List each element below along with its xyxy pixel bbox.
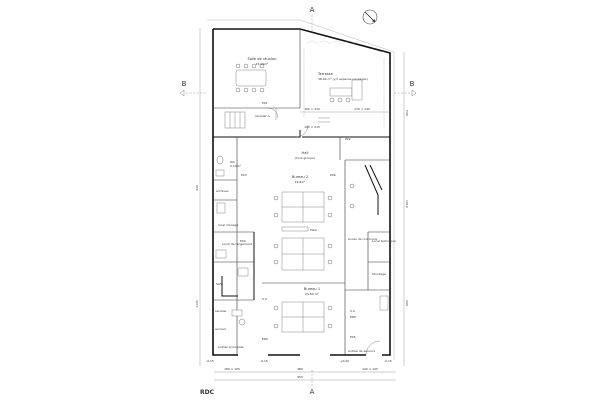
dim-bottom-c: 480 [297, 367, 303, 371]
svg-text:P04: P04 [240, 239, 246, 243]
room-salle-reunion: Salle de réunion 15,00m² [235, 57, 277, 93]
svg-text:ERP: ERP [350, 315, 356, 319]
dim-bottom-a: 180 × 105 [224, 367, 240, 371]
desk-cluster-top [273, 191, 333, 223]
svg-text:Terrasse: Terrasse [317, 72, 334, 76]
dim-bottom-b: 100 × 105 [362, 367, 378, 371]
room-local-rangement: Local de rangement [215, 242, 253, 259]
svg-text:19,8m²: 19,8m² [295, 180, 307, 184]
level-b: -0,15 [260, 359, 268, 363]
svg-text:2,10m²: 2,10m² [230, 164, 242, 168]
svg-text:Salle de réunion: Salle de réunion [247, 57, 276, 61]
section-marker-top: A [310, 6, 315, 14]
svg-text:Accès de communs: Accès de communs [348, 237, 377, 241]
section-marker-left: B [182, 80, 187, 88]
room-accueil: escalier accueil [215, 309, 246, 331]
svg-text:Local de rangement: Local de rangement [222, 242, 253, 246]
svg-text:Local technique: Local technique [372, 239, 396, 243]
desk-cluster-mid [273, 237, 333, 271]
svg-text:Hall: Hall [302, 151, 309, 155]
svg-text:P03: P03 [241, 173, 247, 177]
north-arrow-icon [362, 9, 378, 25]
svg-text:Bureau 1: Bureau 1 [304, 287, 320, 291]
level-label: RDC [200, 389, 215, 396]
svg-text:P02: P02 [345, 137, 351, 141]
svg-text:38,00 m² (y/c espaces paysagés: 38,00 m² (y/c espaces paysagés) [318, 77, 368, 81]
svg-text:archives: archives [216, 189, 229, 193]
svg-text:entrée principale: entrée principale [218, 345, 244, 349]
level-d: -0,15 [384, 359, 392, 363]
dim-left-b: 1145 [195, 300, 199, 308]
svg-text:entrée de secours: entrée de secours [348, 349, 375, 353]
dim-right-b: 1010 [405, 200, 409, 208]
svg-text:25,60 m²: 25,60 m² [305, 292, 319, 296]
level-c: +0,00 [340, 359, 349, 363]
svg-text:WC: WC [230, 160, 235, 164]
svg-text:SAS: SAS [216, 282, 222, 286]
svg-text:170 × 140: 170 × 140 [354, 107, 370, 111]
svg-text:15,00m²: 15,00m² [256, 62, 270, 66]
room-hall: Hall (hors groupe) [295, 151, 315, 160]
svg-text:P06: P06 [330, 173, 336, 177]
dim-left-a: 640 [195, 185, 199, 191]
room-bureau-2: Bureau 2 19,8m² [292, 175, 308, 184]
svg-text:local ménage: local ménage [218, 223, 238, 227]
svg-text:Stockage: Stockage [372, 272, 386, 276]
svg-text:ERP: ERP [262, 337, 268, 341]
svg-text:Pilier: Pilier [310, 228, 318, 232]
svg-text:S.U: S.U [262, 297, 267, 301]
svg-text:S.U: S.U [350, 309, 355, 313]
svg-text:accueil: accueil [215, 327, 226, 331]
svg-text:P05: P05 [350, 335, 356, 339]
dim-mid-a: 100 × 215 [304, 125, 320, 129]
room-espace-coffre: Accès de communs [348, 237, 377, 241]
dim-right-a: 540 [405, 110, 409, 116]
svg-text:(hors groupe): (hors groupe) [295, 156, 315, 160]
dim-bottom-total: 950 [297, 375, 303, 379]
room-wc: WC 2,10m² [215, 155, 242, 177]
room-terrasse: Terrasse 38,00 m² (y/c espaces paysagés) [303, 40, 385, 128]
svg-text:escalier A: escalier A [255, 114, 271, 118]
level-a: -0,15 [206, 359, 214, 363]
desk-cluster-bottom [273, 301, 333, 333]
svg-text:escalier: escalier [215, 309, 227, 313]
dim-right-c: 200 [405, 300, 409, 306]
svg-text:160 × 210: 160 × 210 [304, 107, 320, 111]
svg-text:Bureau 2: Bureau 2 [292, 175, 308, 179]
svg-text:P01: P01 [262, 101, 268, 105]
room-bureau-1: Bureau 1 25,60 m² [304, 287, 320, 296]
section-marker-bottom: A [310, 388, 315, 396]
section-marker-right: B [410, 80, 415, 88]
exterior-wall [212, 28, 391, 356]
